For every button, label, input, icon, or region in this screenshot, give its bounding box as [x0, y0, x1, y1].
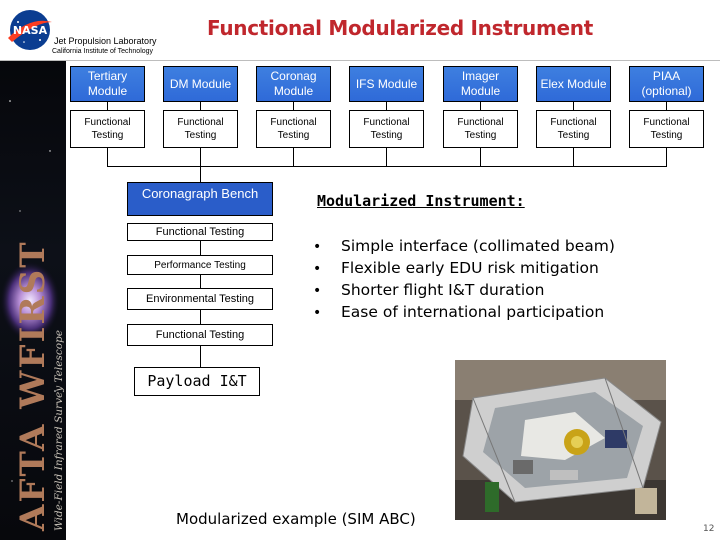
module-test-box: Functional Testing: [256, 110, 331, 148]
connector-line: [200, 102, 201, 110]
collector-line: [386, 148, 387, 166]
connector-line: [107, 102, 108, 110]
photo-caption: Modularized example (SIM ABC): [176, 510, 416, 528]
bullet-text: Ease of international participation: [341, 303, 605, 321]
bullet-text: Flexible early EDU risk mitigation: [341, 259, 599, 277]
integration-stage-environmental: Environmental Testing: [127, 288, 273, 310]
collector-line: [480, 148, 481, 166]
connector-line: [666, 102, 667, 110]
collector-bus: [107, 166, 667, 167]
list-item: • Ease of international participation: [313, 301, 615, 323]
hardware-photo: [455, 360, 666, 520]
collector-line: [666, 148, 667, 166]
module-box-imager: Imager Module: [443, 66, 518, 102]
mission-name-text: AFTA WFIRST: [13, 240, 53, 532]
module-test-box: Functional Testing: [70, 110, 145, 148]
module-test-box: Functional Testing: [629, 110, 704, 148]
module-box-elex: Elex Module: [536, 66, 611, 102]
connector-line: [293, 102, 294, 110]
mission-subtitle-text: Wide-Field Infrared Survey Telescope: [53, 330, 65, 531]
bullet-icon: •: [313, 283, 322, 299]
integration-stage-performance: Performance Testing: [127, 255, 273, 275]
nasa-logo: NASA: [8, 10, 52, 50]
collector-line: [200, 148, 201, 166]
mission-banner: AFTA WFIRST Wide-Field Infrared Survey T…: [0, 61, 66, 540]
bullet-icon: •: [313, 305, 322, 321]
collector-line: [293, 148, 294, 166]
bench-feed-line: [200, 166, 201, 182]
header-divider: [0, 60, 720, 61]
flow-line: [200, 346, 201, 367]
module-box-coronag: Coronag Module: [256, 66, 331, 102]
module-box-tertiary: Tertiary Module: [70, 66, 145, 102]
slide-title: Functional Modularized Instrument: [206, 16, 593, 40]
module-box-piaa: PIAA (optional): [629, 66, 704, 102]
bullet-text: Simple interface (collimated beam): [341, 237, 615, 255]
summary-heading: Modularized Instrument:: [317, 192, 525, 210]
flow-line: [200, 241, 201, 255]
connector-line: [480, 102, 481, 110]
list-item: • Flexible early EDU risk mitigation: [313, 257, 615, 279]
module-test-box: Functional Testing: [163, 110, 238, 148]
integration-stage-final-functional: Functional Testing: [127, 324, 273, 346]
integration-stage-functional: Functional Testing: [127, 223, 273, 241]
list-item: • Shorter flight I&T duration: [313, 279, 615, 301]
connector-line: [573, 102, 574, 110]
coronagraph-bench-box: Coronagraph Bench: [127, 182, 273, 216]
page-number: 12: [703, 524, 715, 534]
list-item: • Simple interface (collimated beam): [313, 235, 615, 257]
bullet-icon: •: [313, 261, 322, 277]
flow-line: [200, 275, 201, 288]
summary-bullet-list: • Simple interface (collimated beam) • Fle…: [313, 235, 615, 323]
svg-text:NASA: NASA: [13, 24, 48, 37]
module-test-box: Functional Testing: [443, 110, 518, 148]
collector-line: [573, 148, 574, 166]
module-test-box: Functional Testing: [536, 110, 611, 148]
connector-line: [386, 102, 387, 110]
module-box-ifs: IFS Module: [349, 66, 424, 102]
mission-banner-art: AFTA WFIRST Wide-Field Infrared Survey T…: [0, 100, 65, 532]
institution-name: California Institute of Technology: [52, 48, 154, 55]
collector-line: [107, 148, 108, 166]
module-box-dm: DM Module: [163, 66, 238, 102]
bullet-text: Shorter flight I&T duration: [341, 281, 545, 299]
payload-it-box: Payload I&T: [134, 367, 260, 396]
flow-line: [200, 310, 201, 324]
hardware-photo-art: [455, 360, 666, 520]
org-name: Jet Propulsion Laboratory: [54, 36, 157, 46]
bullet-icon: •: [313, 239, 322, 255]
module-test-box: Functional Testing: [349, 110, 424, 148]
